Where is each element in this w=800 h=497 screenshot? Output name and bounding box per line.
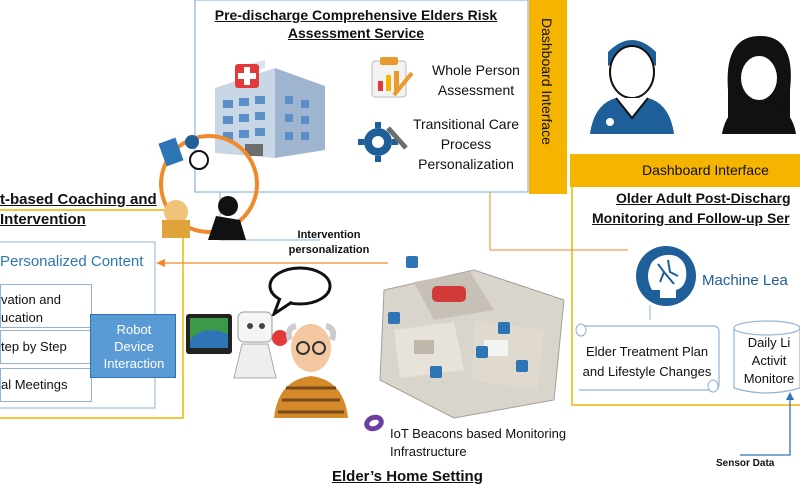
database-cylinder-shape [733, 320, 800, 394]
dashboard-interface-horizontal-bar[interactable]: Dashboard Interface [570, 154, 800, 187]
sensor-data-label: Sensor Data [716, 458, 775, 469]
treatment-scroll-shape [575, 323, 720, 393]
personalized-content-heading: Personalized Content [0, 253, 144, 270]
list-item[interactable]: al Meetings [0, 368, 92, 402]
dashboard-interface-vertical-bar[interactable]: Dashboard Interface [529, 0, 567, 194]
whole-person-assessment: Whole Person Assessment [432, 62, 520, 98]
clipboard-chart-icon [371, 57, 414, 98]
intervention-personalization-label: Intervention personalization [288, 229, 370, 256]
assessment-service-title: Pre-discharge Comprehensive Elders Risk … [214, 7, 498, 41]
dashboard-interface-vertical-label: Dashboard Interface [539, 18, 555, 145]
gear-wrench-icon [358, 122, 408, 162]
coaching-intervention-title: t-based Coaching and Intervention [0, 191, 157, 228]
robot-device-interaction-box[interactable]: Robot Device Interaction [90, 314, 176, 378]
elders-home-setting-title: Elder’s Home Setting [332, 468, 483, 485]
coaching-cycle-ring [158, 134, 259, 234]
tablet-robot-icon [186, 311, 288, 379]
dashboard-interface-horizontal-label: Dashboard Interface [642, 162, 769, 178]
beacon-device-icon [364, 414, 384, 432]
list-item[interactable]: vation and ucation [0, 284, 92, 328]
brain-icon [636, 246, 696, 306]
doctor-icon [590, 40, 674, 134]
post-discharge-monitoring-title: Older Adult Post-Discharg Monitoring and… [592, 190, 791, 226]
transitional-care-personalization: Transitional Care Process Personalizatio… [412, 116, 520, 172]
iot-beacons-label: IoT Beacons based Monitoring Infrastruct… [390, 426, 567, 459]
coach-figures-icon [162, 196, 246, 240]
list-item[interactable]: tep by Step [0, 330, 92, 364]
treatment-plan-label: Elder Treatment Plan and Lifestyle Chang… [582, 344, 712, 379]
elder-man-icon [274, 323, 348, 418]
machine-learning-label: Machine Lea [702, 272, 788, 289]
speech-bubble-icon [268, 266, 332, 316]
daily-living-activity-label: Daily Li Activit Monitore [743, 335, 795, 386]
home-floorplan-image [379, 256, 565, 419]
woman-icon [722, 36, 796, 134]
hospital-icon [215, 60, 325, 158]
